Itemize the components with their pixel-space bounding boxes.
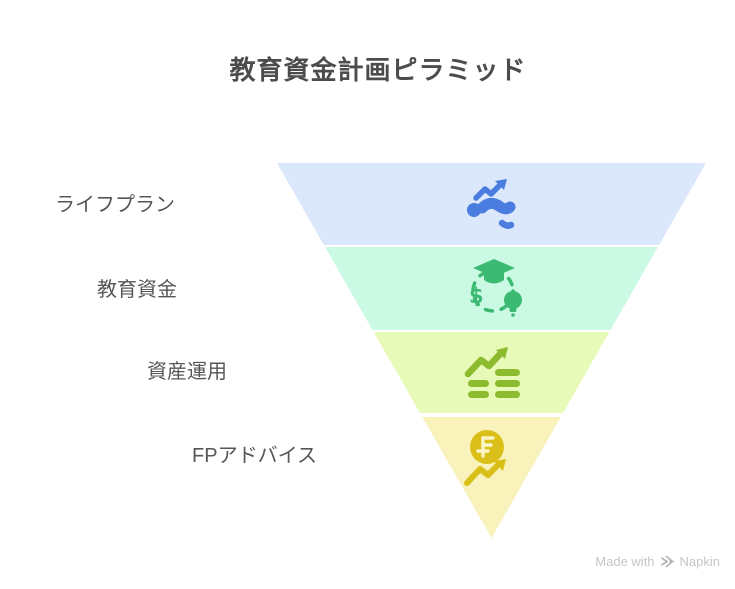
person-growth-icon	[467, 179, 516, 229]
pyramid-level-4-shape	[422, 417, 561, 538]
watermark-brand: Napkin	[679, 553, 720, 569]
level-label-education-fund: 教育資金	[97, 279, 177, 301]
napkin-logo-icon	[660, 555, 674, 567]
page-title: 教育資金計画ピラミッド	[229, 55, 527, 85]
level-label-life-plan: ライフプラン	[55, 194, 175, 216]
pyramid-level-3-shape	[373, 332, 610, 413]
level-label-asset-management: 資産運用	[147, 361, 227, 383]
franc-glyph	[476, 436, 495, 458]
watermark-prefix: Made with	[595, 553, 655, 569]
asset-growth-icon	[464, 347, 520, 398]
dollar-glyph: $	[469, 284, 484, 308]
education-fund-icon: $	[469, 259, 522, 317]
pyramid-diagram	[277, 163, 706, 538]
made-with-napkin-watermark: Made with Napkin	[595, 553, 720, 569]
level-label-fp-advice: FPアドバイス	[192, 445, 317, 467]
coin-trend-icon	[464, 430, 506, 486]
pyramid-level-2-shape	[325, 247, 658, 330]
